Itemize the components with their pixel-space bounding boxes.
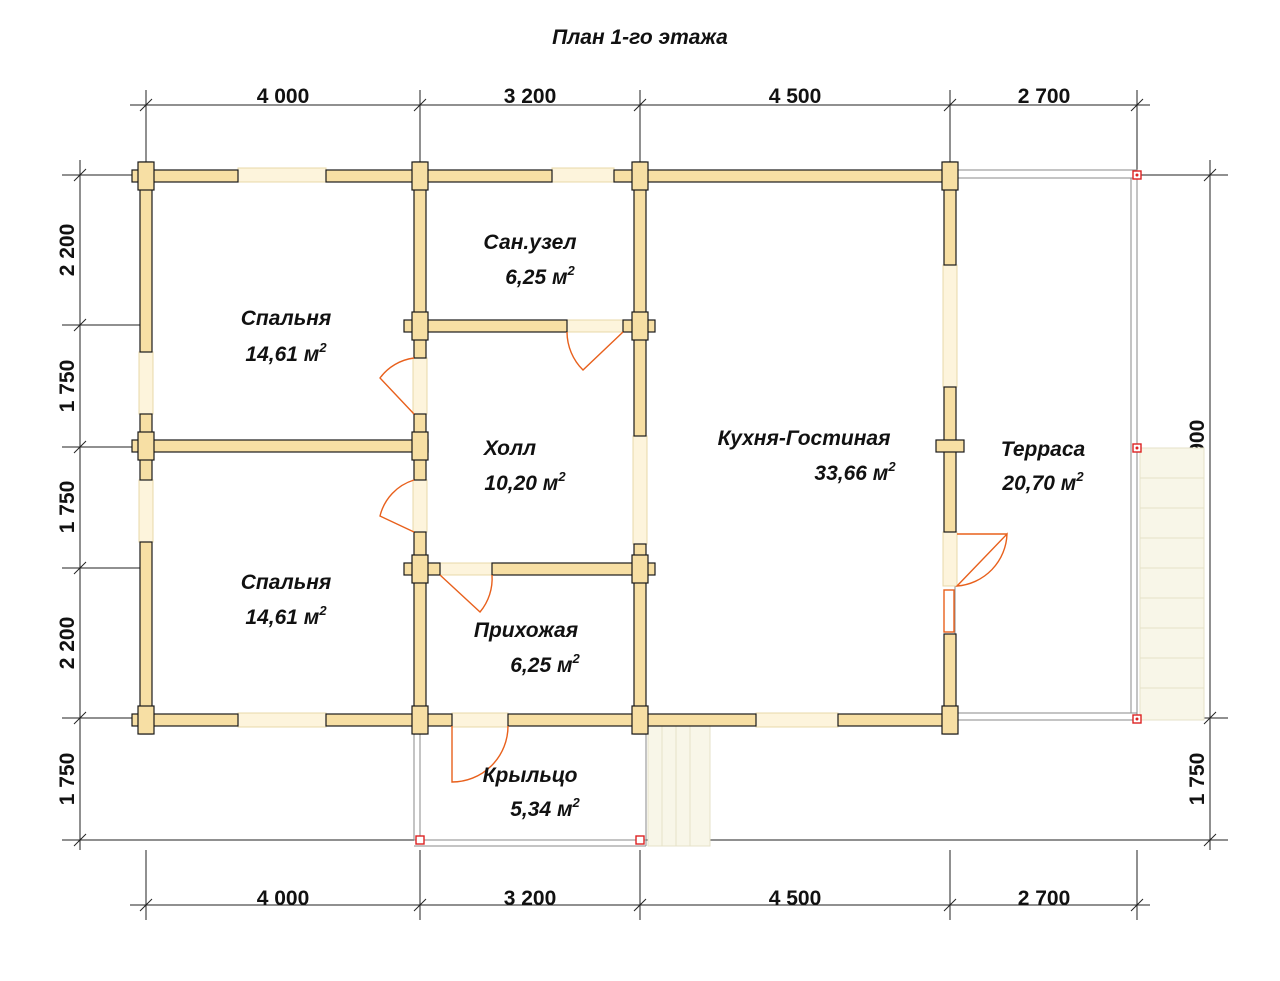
room-area: 6,25 м2 bbox=[505, 263, 575, 289]
room-label-bedroom-1: Спальня 14,61 м2 bbox=[241, 307, 332, 366]
stairs-right bbox=[1139, 447, 1205, 721]
dim-bottom-4: 2 700 bbox=[1018, 887, 1071, 910]
room-area: 14,61 м2 bbox=[245, 603, 327, 629]
room-label-kitchen-living: Кухня-Гостиная 33,66 м2 bbox=[718, 427, 897, 485]
room-area: 10,20 м2 bbox=[484, 469, 566, 495]
room-label-terrace: Терраса 20,70 м2 bbox=[1001, 438, 1086, 495]
walls bbox=[131, 161, 965, 735]
room-name: Сан.узел bbox=[483, 231, 576, 254]
stairs-porch bbox=[647, 723, 711, 847]
dim-top-1: 4 000 bbox=[257, 85, 310, 108]
room-area: 20,70 м2 bbox=[1001, 469, 1084, 495]
room-name: Крыльцо bbox=[483, 764, 578, 787]
room-name: Спальня bbox=[241, 571, 332, 594]
room-name: Прихожая bbox=[474, 619, 578, 642]
room-label-porch: Крыльцо 5,34 м2 bbox=[483, 764, 581, 821]
room-name: Кухня-Гостиная bbox=[718, 427, 891, 450]
dim-bottom-2: 3 200 bbox=[504, 887, 557, 910]
dimension-lines bbox=[62, 90, 1228, 920]
room-area: 6,25 м2 bbox=[510, 651, 580, 677]
room-name: Холл bbox=[483, 437, 536, 460]
dim-left-4: 2 200 bbox=[56, 617, 79, 670]
dim-left-3: 1 750 bbox=[56, 481, 79, 534]
dim-top-4: 2 700 bbox=[1018, 85, 1071, 108]
windows bbox=[138, 167, 958, 728]
porch-railing bbox=[413, 724, 647, 847]
dim-left-1: 2 200 bbox=[56, 224, 79, 277]
room-name: Терраса bbox=[1001, 438, 1086, 461]
room-label-bathroom: Сан.узел 6,25 м2 bbox=[483, 231, 576, 289]
room-label-hall: Холл 10,20 м2 bbox=[483, 437, 566, 495]
dim-bottom-1: 4 000 bbox=[257, 887, 310, 910]
dim-bottom-3: 4 500 bbox=[769, 887, 822, 910]
room-name: Спальня bbox=[241, 307, 332, 330]
posts bbox=[415, 170, 1142, 845]
dim-top-2: 3 200 bbox=[504, 85, 557, 108]
room-area: 33,66 м2 bbox=[814, 459, 896, 485]
dim-top-3: 4 500 bbox=[769, 85, 822, 108]
dim-right-2: 1 750 bbox=[1186, 753, 1209, 806]
room-label-bedroom-2: Спальня 14,61 м2 bbox=[241, 571, 332, 629]
room-area: 14,61 м2 bbox=[245, 340, 327, 366]
dim-left-5: 1 750 bbox=[56, 753, 79, 806]
room-label-hallway: Прихожая 6,25 м2 bbox=[474, 619, 581, 677]
plan-title: План 1-го этажа bbox=[552, 26, 728, 49]
doors bbox=[379, 331, 1008, 783]
room-area: 5,34 м2 bbox=[510, 795, 580, 821]
dim-left-2: 1 750 bbox=[56, 360, 79, 413]
